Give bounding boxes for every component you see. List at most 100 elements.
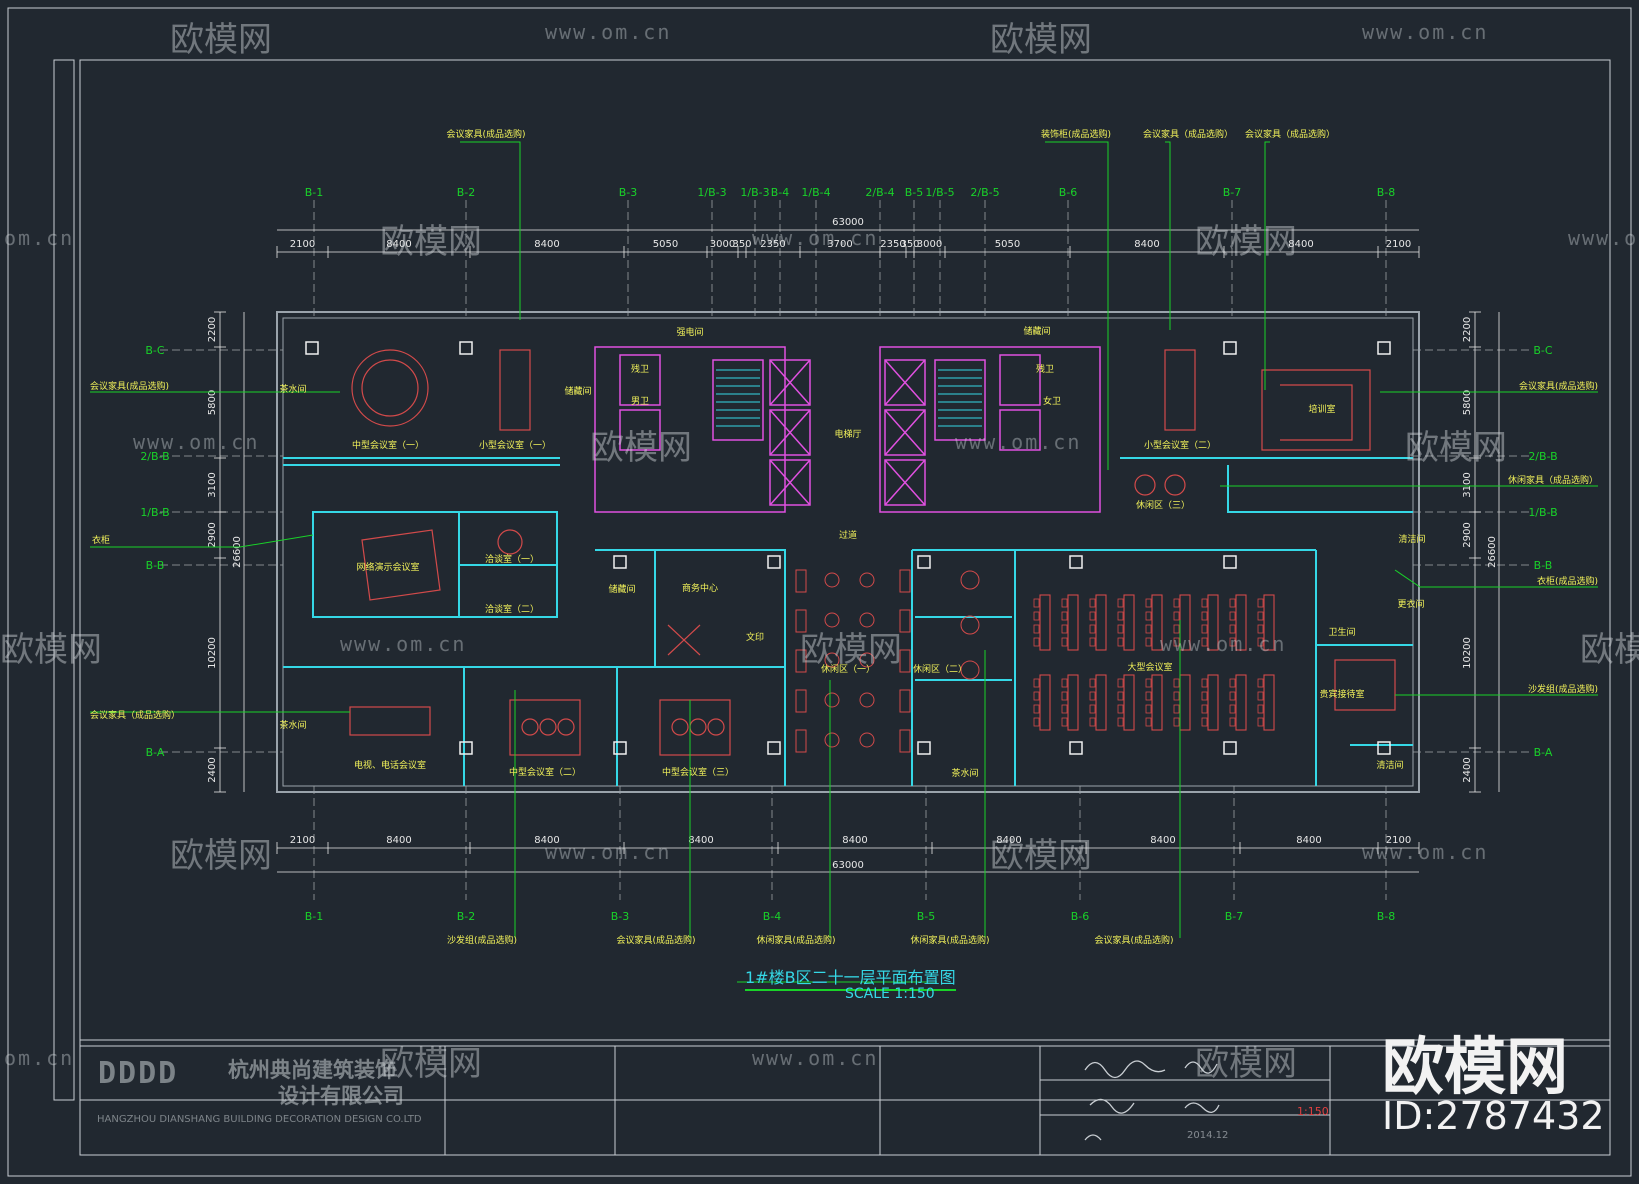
classroom-chair — [1089, 678, 1096, 688]
watermark-brand: 欧模网 — [1195, 1044, 1297, 1084]
watermark-brand: 欧模网 — [590, 428, 692, 468]
lounge-seat — [859, 692, 875, 708]
lounge-sofa — [795, 649, 807, 673]
callout-label: 会议家具(成品选购) — [616, 934, 695, 946]
title-block-scale: 1:150 — [1297, 1105, 1329, 1118]
lounge-sofa — [795, 569, 807, 593]
watermark-brand: 欧模网 — [1405, 428, 1507, 468]
room-label: 强电间 — [676, 326, 703, 338]
left-dimension-label: 2400 — [207, 757, 218, 782]
room-label: 过道 — [839, 529, 857, 541]
lounge-seat — [824, 612, 840, 628]
watermark-brand: 欧模网 — [990, 20, 1092, 60]
room-label: 储藏间 — [564, 385, 591, 397]
axis-tag: B-C — [145, 344, 165, 357]
classroom-desk — [1207, 674, 1219, 731]
lounge-armchair — [960, 570, 980, 590]
classroom-chair — [1173, 691, 1180, 701]
left-dimension-label: 2200 — [207, 317, 218, 342]
classroom-chair — [1117, 678, 1124, 688]
classroom-chair — [1201, 704, 1208, 714]
room-label: 储藏间 — [1023, 325, 1050, 337]
classroom-chair — [1089, 691, 1096, 701]
lounge-sofa — [899, 609, 911, 633]
top-total-dimension-label: 63000 — [832, 217, 864, 228]
room-labels: 茶水间中型会议室（一）小型会议室（一）储藏间强电间残卫男卫电梯厅储藏间残卫女卫小… — [279, 325, 1425, 779]
callout-label: 会议家具(成品选购) — [1094, 934, 1173, 946]
drawing-scale: SCALE 1:150 — [845, 986, 935, 1002]
left-dimension-label: 10200 — [207, 637, 218, 669]
building-outline — [276, 311, 1420, 793]
classroom-chair — [1033, 598, 1040, 608]
left-dimension-label: 5800 — [207, 390, 218, 415]
bottom-total-dimension-label: 63000 — [832, 860, 864, 871]
classroom-chair — [1145, 611, 1152, 621]
watermark-brand: 欧模网 — [170, 20, 272, 60]
classroom-chair — [1145, 637, 1152, 647]
right-dimension-label: 3100 — [1462, 472, 1473, 497]
room-label: 休闲区（三） — [1136, 499, 1190, 511]
room-label: 电视、电话会议室 — [354, 759, 426, 771]
room-label: 茶水间 — [279, 383, 306, 395]
room-label: 休闲区（一） — [821, 663, 875, 675]
top-dimension-label: 5050 — [995, 239, 1020, 250]
classroom-chair — [1257, 624, 1264, 634]
room-label: 清洁间 — [1376, 759, 1403, 771]
watermark-id: ID:2787432 — [1382, 1094, 1605, 1138]
bottom-dimension-label: 8400 — [386, 835, 411, 846]
classroom-chair — [1061, 717, 1068, 727]
classroom-chair — [1257, 704, 1264, 714]
classroom-chair — [1257, 691, 1264, 701]
classroom-desk — [1039, 674, 1051, 731]
classroom-chair — [1257, 678, 1264, 688]
top-dimension-label: 8400 — [1134, 239, 1159, 250]
axis-tag: 2/B-B — [140, 450, 169, 463]
axis-tag: 1/B-3 — [740, 186, 769, 199]
axis-tag: B-3 — [619, 186, 638, 199]
right-dimension-label: 2900 — [1462, 522, 1473, 547]
axis-tag: B-5 — [905, 186, 924, 199]
room-label: 电梯厅 — [834, 428, 861, 440]
axis-tag: B-A — [1534, 746, 1553, 759]
axis-tag: 1/B-4 — [801, 186, 830, 199]
company-logo: DDDD — [98, 1056, 179, 1091]
classroom-chair — [1033, 691, 1040, 701]
company-name-line2: 设计有限公司 — [278, 1084, 404, 1108]
axis-tag: B-4 — [763, 910, 782, 923]
classroom-chair — [1173, 637, 1180, 647]
axis-tag: B-8 — [1377, 910, 1396, 923]
watermark-url: om.cn — [4, 1046, 75, 1070]
room-label: 中型会议室（一） — [352, 439, 424, 451]
callout-label: 衣柜 — [92, 534, 110, 546]
classroom-chair — [1089, 704, 1096, 714]
classroom-chair — [1145, 717, 1152, 727]
watermark-url: www.om.cn — [340, 632, 467, 656]
classroom-chair — [1117, 611, 1124, 621]
lounge-seat — [859, 652, 875, 668]
lounge-sofa — [899, 689, 911, 713]
classroom-chair — [1201, 678, 1208, 688]
classroom-chair — [1229, 611, 1236, 621]
classroom-chair — [1117, 624, 1124, 634]
room-label: 小型会议室（一） — [479, 439, 551, 451]
watermark-url: www.om.cn — [545, 20, 672, 44]
classroom-chair — [1089, 598, 1096, 608]
watermark-brand: 欧模网 — [380, 1044, 482, 1084]
room-label: 文印 — [746, 631, 764, 643]
classroom-chair — [1229, 598, 1236, 608]
watermark-url: www.om.cn — [1160, 632, 1287, 656]
watermark-url: www.om.cn — [752, 1046, 879, 1070]
room-label: 女卫 — [1043, 395, 1061, 407]
room-label: 残卫 — [631, 363, 649, 375]
bottom-dimension-label: 8400 — [1296, 835, 1321, 846]
lounge-sofa — [899, 649, 911, 673]
classroom-chair — [1061, 678, 1068, 688]
callout-label: 休闲家具（成品选购） — [1508, 474, 1598, 486]
lounge-seat — [824, 732, 840, 748]
watermark-url: www.om.cn — [1362, 20, 1489, 44]
top-dimension-label: 350 — [732, 239, 751, 250]
structural-columns — [305, 341, 1391, 755]
classroom-chair — [1089, 637, 1096, 647]
bottom-dimension-label: 8400 — [534, 835, 559, 846]
